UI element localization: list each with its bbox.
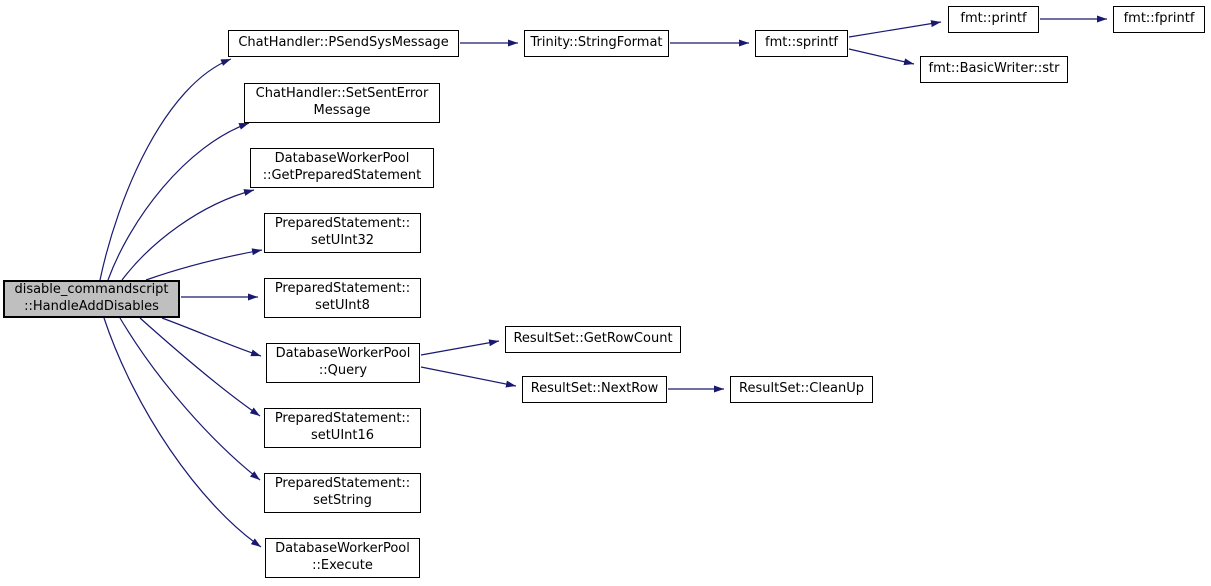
node-setstring[interactable]: PreparedStatement:: setString bbox=[264, 473, 421, 513]
edge-main-to-psendsysmessage bbox=[99, 58, 232, 281]
node-cleanup[interactable]: ResultSet::CleanUp bbox=[730, 376, 873, 403]
node-setuint16[interactable]: PreparedStatement:: setUInt16 bbox=[264, 408, 421, 448]
node-getpreparedstatement[interactable]: DatabaseWorkerPool ::GetPreparedStatemen… bbox=[250, 148, 434, 188]
edge-main-to-setstring bbox=[119, 317, 261, 481]
edge-main-to-execute bbox=[103, 317, 262, 548]
node-stringformat[interactable]: Trinity::StringFormat bbox=[524, 30, 669, 57]
node-printf[interactable]: fmt::printf bbox=[948, 6, 1039, 33]
edge-sprintf-to-printf bbox=[848, 20, 942, 38]
node-setsenterrormessage[interactable]: ChatHandler::SetSentError Message bbox=[244, 83, 440, 123]
edge-main-to-getpreparedstatement bbox=[121, 189, 255, 281]
edge-main-to-setuint16 bbox=[139, 317, 261, 417]
edge-sprintf-to-basicwriter-str bbox=[848, 48, 915, 66]
node-setuint32[interactable]: PreparedStatement:: setUInt32 bbox=[264, 213, 421, 253]
edge-main-to-setsenterrormessage bbox=[107, 122, 250, 281]
node-query[interactable]: DatabaseWorkerPool ::Query bbox=[266, 343, 420, 383]
node-psendsysmessage[interactable]: ChatHandler::PSendSysMessage bbox=[228, 30, 459, 57]
edge-main-to-setuint32 bbox=[145, 248, 263, 281]
edge-query-to-nextrow bbox=[420, 366, 517, 388]
node-fprintf[interactable]: fmt::fprintf bbox=[1113, 6, 1205, 33]
node-handleadddisables: disable_commandscript ::HandleAddDisable… bbox=[3, 280, 180, 318]
node-basicwriter-str[interactable]: fmt::BasicWriter::str bbox=[920, 56, 1068, 83]
node-sprintf[interactable]: fmt::sprintf bbox=[755, 30, 848, 57]
node-getrowcount[interactable]: ResultSet::GetRowCount bbox=[505, 326, 681, 353]
edge-query-to-getrowcount bbox=[420, 339, 500, 356]
node-execute[interactable]: DatabaseWorkerPool ::Execute bbox=[265, 538, 420, 578]
node-nextrow[interactable]: ResultSet::NextRow bbox=[522, 376, 667, 403]
edge-main-to-query bbox=[161, 317, 262, 357]
node-setuint8[interactable]: PreparedStatement:: setUInt8 bbox=[264, 278, 421, 318]
